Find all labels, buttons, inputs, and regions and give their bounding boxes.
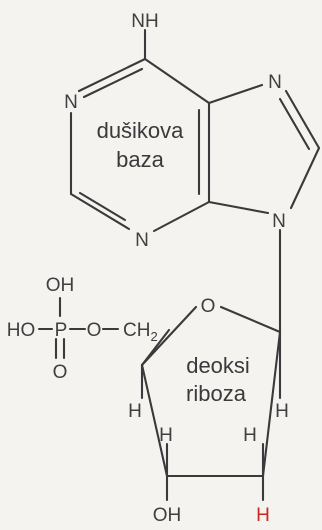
- sugar-labels: O H H H H OH H deoksi riboza: [128, 296, 289, 526]
- n7-label: N: [268, 72, 282, 93]
- phosphate-oh-label: OH: [46, 275, 75, 296]
- ch2-subscript: 2: [150, 329, 157, 344]
- sugar-label-line2: riboza: [186, 381, 247, 406]
- sugar-label-line1: deoksi: [186, 353, 250, 378]
- bond-c8-n9: [289, 146, 321, 210]
- bond-n3-c4: [152, 200, 211, 233]
- h-c2prime-lower-label: H: [256, 505, 270, 526]
- purine-labels: NH N N N N dušikova baza: [64, 11, 286, 251]
- base-label-line2: baza: [116, 147, 164, 172]
- ring-oxygen-label: O: [201, 296, 216, 317]
- bond-c4prime-o: [140, 305, 198, 367]
- linking-oxygen-label: O: [87, 320, 102, 341]
- amino-label: NH: [131, 11, 158, 32]
- bond-c5-c6: [143, 57, 211, 105]
- h-c3prime-label: H: [159, 425, 173, 446]
- phosphate-ho-label: HO: [7, 320, 36, 341]
- bond-c6-n1: [77, 57, 147, 93]
- n1-label: N: [64, 92, 78, 113]
- purine-bonds: [69, 28, 321, 334]
- bond-n7-c8: [284, 89, 321, 150]
- ch2-label: CH2: [123, 320, 158, 344]
- bond-o-c1prime: [219, 305, 282, 334]
- phosphorus-label: P: [55, 320, 68, 341]
- phosphate-bonds: [37, 296, 120, 360]
- base-label-line1: dušikova: [97, 118, 185, 143]
- n3-label: N: [135, 230, 149, 251]
- bond-n9-c4: [207, 200, 270, 215]
- n9-label: N: [272, 211, 286, 232]
- bond-c4prime-c3prime: [140, 363, 169, 478]
- phosphate-labels: OH HO P O CH2 O: [7, 275, 158, 383]
- h-c1prime-label: H: [275, 401, 289, 422]
- double-bond-oxygen-label: O: [53, 362, 68, 383]
- bond-c1prime-c2prime: [261, 330, 282, 478]
- h-c4prime-label: H: [128, 401, 142, 422]
- bond-c2-n3-double: [78, 191, 127, 222]
- bond-c5-n7: [207, 83, 264, 105]
- h-c2prime-upper-label: H: [243, 425, 257, 446]
- sugar-bonds: [140, 305, 282, 502]
- bond-n7-c8-double: [278, 97, 311, 151]
- oh-c3prime-label: OH: [153, 505, 182, 526]
- bond-c2-n3: [69, 192, 131, 231]
- ch2-main: CH: [123, 320, 150, 341]
- bond-c6-n1-double: [82, 67, 144, 99]
